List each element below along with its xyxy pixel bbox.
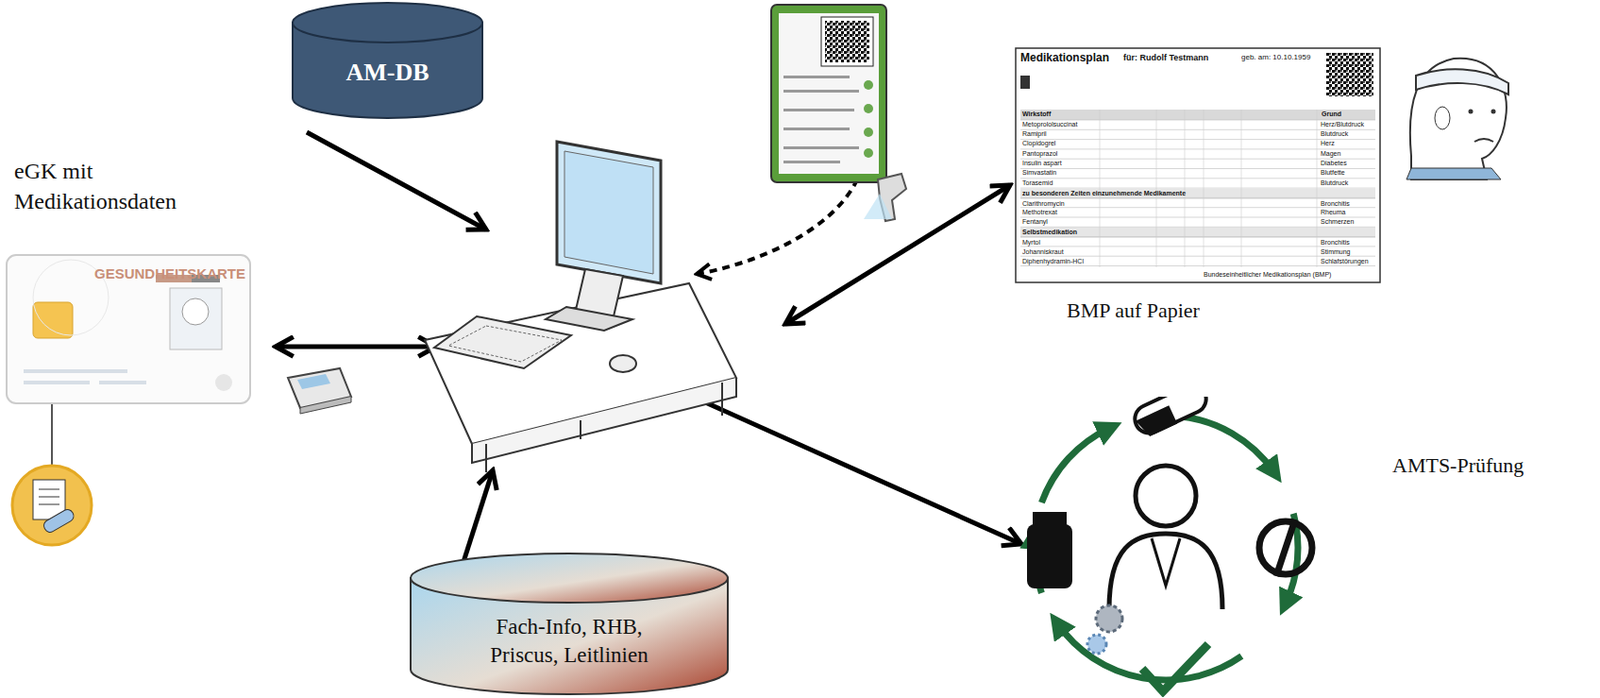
label-text: Simvastatin [1022,168,1057,176]
label-text: Bundeseinheitlicher Medikationsplan (BMP… [1203,270,1331,278]
label-text: zu besonderen Zeiten einzunehmende Medik… [1022,189,1186,197]
medication-plan-paper [1014,47,1382,331]
label-text: Fentanyl [1022,218,1048,225]
barcode-scanner [863,173,907,221]
label-text: Schmerzen [1320,218,1354,225]
node: Fach-Info, RHB, Priscus, Leitlinien [408,552,730,696]
node: AMTS-Prüfung [1019,396,1598,697]
label-text: Medikationsplan [1020,50,1110,65]
label-text: AM-DB [345,58,429,87]
card-reader [287,368,352,414]
node: AM-DB [290,1,485,120]
patient-head [1406,58,1509,180]
label-text: eGK mit Medikationsdaten [14,155,203,218]
computer [424,141,737,472]
label-text: Selbstmedikation [1022,228,1078,236]
label-text: Rheuma [1320,208,1346,216]
label-text: Bronchitis [1320,238,1350,246]
label-text: Blutdruck [1320,130,1348,137]
label-text: Wirkstoff [1022,110,1051,118]
label-text: Methotrexat [1022,208,1058,216]
label-text: Blutfette [1320,168,1346,176]
label-text: Johanniskraut [1022,248,1064,255]
label-text: Myrtol [1022,238,1041,246]
label-text: Herz/Blutdruck [1320,120,1365,128]
label-text: Pantoprazol [1022,150,1058,157]
arrows [275,90,1022,565]
label-text: Clopidogrel [1022,139,1056,147]
label-text: Ramipril [1022,130,1047,137]
smartphone [771,4,887,183]
label-text: geb. am: 10.10.1959 [1241,52,1311,62]
label-text: Magen [1320,150,1341,157]
label-text: Fach-Info, RHB, Priscus, Leitlinien [488,612,650,670]
label-text: Insulin aspart [1022,159,1062,167]
label-text: Bronchitis [1320,200,1350,207]
label-text: Blutdruck [1320,179,1348,186]
label-text: Metoprololsuccinat [1022,120,1078,128]
label-text: GESUNDHEITSKARTE [94,265,246,282]
amts-cycle-icon [1019,396,1598,697]
label-text: für: Rudolf Testmann [1123,52,1209,63]
label-text: BMP auf Papier [1066,298,1200,323]
label-text: Diabetes [1320,159,1348,167]
medication-icon [12,465,92,545]
node: Medikationsplan für: Rudolf Testmann geb. … [1014,47,1382,331]
label-text: Clarithromycin [1022,200,1065,207]
label-text: Diphenhydramin-HCl [1022,257,1084,265]
label-text: Stimmung [1320,248,1351,255]
label-text: Schlafstörungen [1320,257,1369,265]
label-text: Herz [1320,139,1335,147]
node: eGK mit MedikationsdatenGESUNDHEITSKARTE [4,155,265,406]
label-text: Grund [1321,110,1342,118]
label-text: AMTS-Prüfung [1392,453,1524,478]
label-text: Torasemid [1022,179,1053,186]
